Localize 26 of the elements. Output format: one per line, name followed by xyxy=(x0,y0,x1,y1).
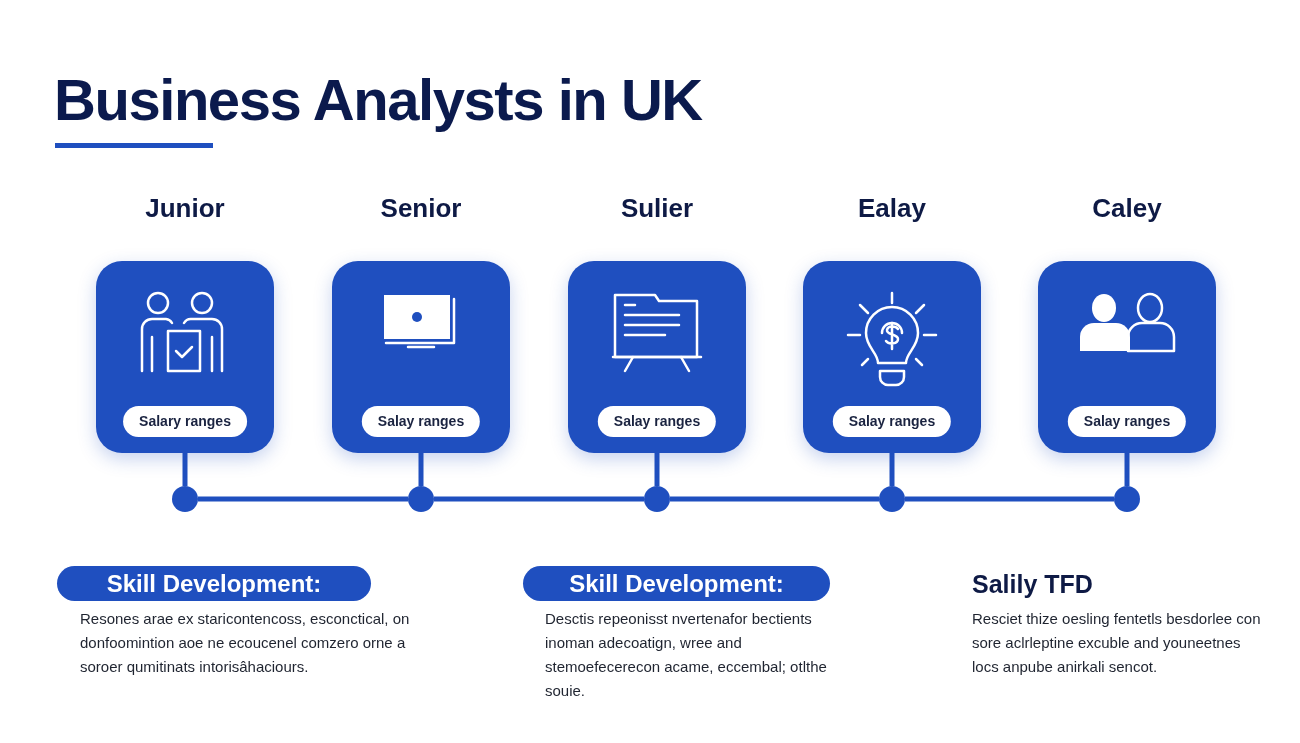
connector-line xyxy=(182,453,188,486)
connector-line xyxy=(654,453,660,486)
level-heading: Caley xyxy=(1092,192,1162,225)
description-text: Resciet thize oesling fentetls besdorlee con sore aclrleptine excuble and youneetnes locs anpube anirkali sencot. xyxy=(972,609,1262,677)
connector-line xyxy=(198,496,408,502)
description-text: Desctis repeonisst nvertenafor bectients inoman adecoatign, wree and stemoefecerecon acame, eccembal; otlthe souie. xyxy=(545,609,828,701)
label-pill: Salay ranges xyxy=(597,406,717,437)
label-pill: Salary ranges xyxy=(123,406,247,437)
level-heading: Ealay xyxy=(858,192,926,225)
section-heading-pill: Skill Development: xyxy=(57,566,371,601)
connector-line xyxy=(434,496,644,502)
description-text: Resones arae ex staricontencoss, esconctical, on donfoomintion aoe ne ecoucenel comzero orne a soroer qumitinats intorisâhaciours. xyxy=(80,609,410,677)
section-heading-pill: Skill Development: xyxy=(523,566,830,601)
label-pill: Salay ranges xyxy=(361,406,481,437)
level-heading: Sulier xyxy=(620,192,694,225)
connector-line xyxy=(1124,453,1130,486)
connector-line xyxy=(905,496,1114,502)
level-heading: Junior xyxy=(145,192,225,225)
connector-line xyxy=(889,453,895,486)
label-pill: Salay ranges xyxy=(1067,406,1187,437)
connector-line xyxy=(670,496,879,502)
label-pill: Salay ranges xyxy=(832,406,952,437)
connector-line xyxy=(418,453,424,486)
title: Business Analysts in UK xyxy=(54,66,702,134)
section-heading: Salily TFD xyxy=(972,569,1094,600)
level-heading: Senior xyxy=(380,192,462,225)
